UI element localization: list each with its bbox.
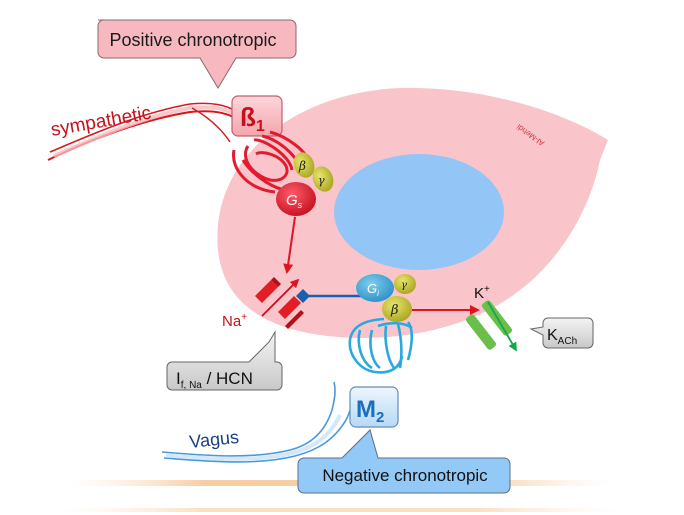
gi-protein — [356, 274, 394, 302]
gs-subscript: s — [298, 200, 303, 210]
orange-line-lower — [60, 508, 620, 512]
svg-text:Na+: Na+ — [222, 312, 247, 330]
gs-to-hcn-arrow — [283, 216, 296, 274]
kach-symbol: K — [547, 327, 558, 344]
svg-text:ß1: ß1 — [240, 102, 265, 135]
negative-chronotropic-callout: Negative chronotropic — [297, 429, 511, 494]
g-beta-lower-label: β — [390, 303, 399, 318]
na-ion-charge: + — [241, 312, 247, 323]
positive-chronotropic-text: Positive chronotropic — [109, 30, 276, 50]
m2-symbol: M — [356, 396, 376, 423]
g-beta-subunit-upper — [293, 152, 315, 178]
g-gamma-subunit-lower — [394, 274, 416, 294]
g-gamma-upper-label: γ — [318, 174, 325, 187]
m2-subscript: 2 — [376, 409, 384, 426]
k-ion-label: K — [474, 285, 484, 302]
positive-chronotropic-callout: Positive chronotropic — [97, 19, 297, 89]
svg-text:If, Na / HCN: If, Na / HCN — [176, 369, 253, 391]
if-subscript: f, Na — [181, 380, 203, 391]
gi-label: G — [367, 281, 377, 296]
if-symbol: I — [176, 369, 181, 388]
nucleus — [334, 154, 504, 270]
g-beta-subunit-lower — [382, 296, 412, 322]
gs-label: G — [286, 192, 298, 209]
kach-callout: KACh — [529, 317, 594, 349]
sympathetic-nerve — [47, 102, 237, 161]
gi-subscript: i — [377, 289, 379, 298]
m2-receptor-label: M2 — [349, 386, 399, 428]
k-efflux-arrow — [487, 301, 517, 352]
vagus-label: Vagus — [188, 427, 240, 452]
na-ion-label: Na — [222, 313, 242, 330]
beta1-symbol: ß — [240, 102, 256, 132]
beta1-receptor-label: ß1 — [231, 95, 283, 137]
kach-subscript: ACh — [558, 336, 577, 347]
k-ion-charge: + — [484, 284, 490, 295]
hcn-channel — [255, 277, 304, 329]
g-beta-upper-label: β — [298, 159, 306, 173]
negative-chronotropic-text: Negative chronotropic — [322, 466, 488, 485]
svg-text:Gi: Gi — [367, 281, 379, 298]
hcn-text: / HCN — [202, 369, 253, 388]
gs-protein — [276, 182, 316, 216]
svg-text:Gs: Gs — [286, 192, 303, 210]
svg-text:M2: M2 — [356, 396, 384, 426]
beta1-subscript: 1 — [256, 118, 265, 135]
gi-inhibit-marker — [296, 289, 310, 303]
svg-text:K+: K+ — [474, 284, 490, 302]
if-hcn-callout: If, Na / HCN — [166, 330, 283, 391]
m2-receptor-coils — [348, 317, 414, 374]
svg-text:KACh: KACh — [547, 327, 577, 347]
g-gamma-subunit-upper — [312, 166, 334, 192]
na-influx-arrow — [261, 278, 300, 317]
g-gamma-lower-label: γ — [401, 280, 407, 291]
